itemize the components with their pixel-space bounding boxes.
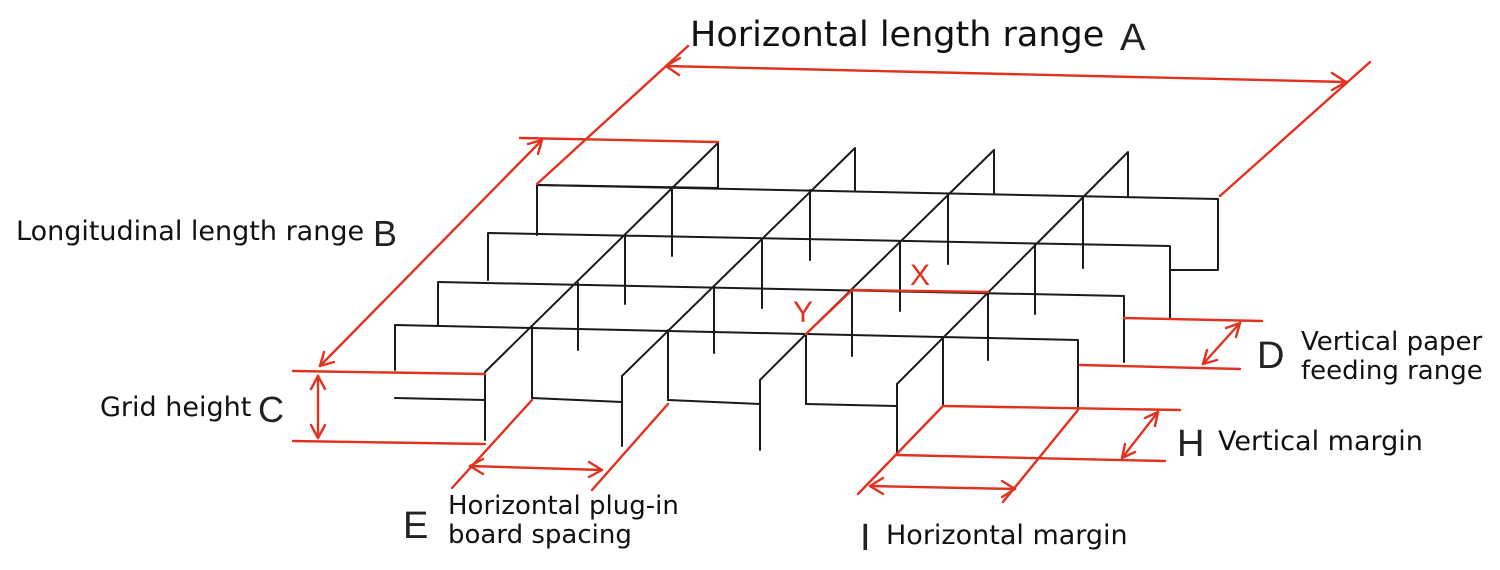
dim-i-head-r1: [1000, 479, 1017, 491]
dim-c-ext-bottom: [291, 439, 487, 446]
dim-d-head-t1: [1224, 321, 1242, 330]
label-vertical-margin: Vertical margin: [1218, 426, 1423, 457]
dim-h-ext-bottom: [895, 453, 1167, 463]
dim-b-head-t1: [526, 138, 544, 146]
grid-structure: [394, 142, 1219, 456]
cross-panel-2: [621, 147, 856, 447]
label-letter-e: E: [403, 505, 428, 547]
label-vertical-paper-line2: feeding range: [1301, 356, 1483, 386]
labels: Horizontal length range A Longitudinal l…: [16, 15, 1483, 559]
row-panel-1-bottom-b: [531, 397, 623, 403]
label-letter-y: Y: [793, 296, 813, 329]
row-panel-4: [536, 184, 1219, 271]
dim-e-head-l1: [468, 457, 485, 468]
row-panel-1-bottom-a: [394, 397, 486, 401]
dim-b-head-b1: [318, 350, 326, 368]
label-letter-h: H: [1177, 423, 1204, 465]
dim-d-ext-bottom: [1078, 363, 1242, 371]
dim-h-head-t2: [1153, 410, 1160, 428]
cross-panel-4: [896, 151, 1129, 456]
dim-a-ext-left: [535, 44, 690, 186]
dim-d-head-b2: [1201, 358, 1219, 366]
label-plugin-spacing-line1: Horizontal plug-in: [448, 491, 679, 521]
label-letter-a: A: [1120, 17, 1146, 59]
dim-c-head-b2: [316, 423, 327, 440]
label-letter-b: B: [373, 213, 397, 254]
label-letter-i: I: [860, 517, 871, 559]
dim-h-head-t1: [1143, 410, 1160, 420]
dim-x-line: [850, 288, 990, 294]
dim-i-head-l1: [868, 476, 885, 488]
dim-e-head-l2: [468, 464, 485, 476]
dim-e-ext-left: [450, 398, 534, 490]
dim-d-head-t2: [1234, 321, 1242, 339]
label-letter-c: C: [258, 389, 284, 430]
dim-d-ext-top: [1122, 316, 1264, 323]
dim-b-ext-top: [518, 136, 720, 144]
dim-i-head-l2: [868, 484, 885, 496]
row-panel-1-bottom-c: [667, 399, 761, 405]
dim-c-head-t1: [309, 374, 320, 391]
dim-a-head-r1: [1330, 71, 1348, 84]
dim-h-ext-top: [941, 404, 1182, 412]
dim-e-head-r2: [587, 468, 604, 479]
dim-c-head-b1: [309, 423, 320, 440]
dim-c-ext-top: [291, 369, 487, 376]
label-grid-height: Grid height: [100, 392, 251, 423]
dim-a-arrow: [664, 64, 1348, 84]
dim-e-head-r1: [587, 460, 604, 472]
row-panel-3: [487, 232, 1171, 319]
dim-h-arrow: [1120, 410, 1160, 460]
back-top-edge: [536, 184, 719, 189]
dim-y-line: [804, 288, 854, 336]
dimension-lines: [291, 44, 1372, 504]
label-plugin-spacing-line2: board spacing: [448, 520, 632, 550]
dim-b-head-b2: [318, 360, 336, 368]
cross-panel-3: [759, 333, 807, 451]
dim-i-ext-right: [1001, 408, 1080, 504]
label-longitudinal-length-range: Longitudinal length range: [16, 216, 364, 247]
dim-e-arrow: [468, 464, 604, 472]
dim-d-head-b1: [1201, 348, 1209, 366]
dim-a-head-l2: [664, 64, 681, 77]
dim-h-head-b1: [1120, 442, 1127, 460]
row-panel-2: [437, 281, 1125, 363]
label-letter-x: X: [910, 259, 930, 292]
dim-e-ext-right: [590, 402, 670, 492]
row-panel-1-bottom-d: [805, 403, 898, 407]
dim-d-arrow: [1201, 321, 1242, 366]
label-horizontal-margin: Horizontal margin: [886, 520, 1128, 551]
dim-i-arrow: [868, 484, 1017, 491]
dim-a-head-r2: [1330, 80, 1348, 92]
dim-h-head-b2: [1120, 450, 1137, 460]
dim-b-head-t2: [536, 138, 544, 156]
row-panel-1: [394, 324, 1079, 411]
dim-i-ext-left: [856, 404, 945, 496]
dim-i-head-r2: [1000, 487, 1017, 499]
dim-a-ext-right: [1218, 60, 1372, 198]
label-vertical-paper-line1: Vertical paper: [1301, 327, 1483, 357]
label-horizontal-length-range: Horizontal length range: [690, 15, 1104, 55]
label-letter-d: D: [1257, 335, 1284, 377]
dim-a-head-l1: [664, 56, 682, 68]
cross-panel-1: [484, 142, 719, 441]
dim-b-arrow: [318, 138, 544, 368]
dim-c-head-t2: [316, 374, 327, 391]
